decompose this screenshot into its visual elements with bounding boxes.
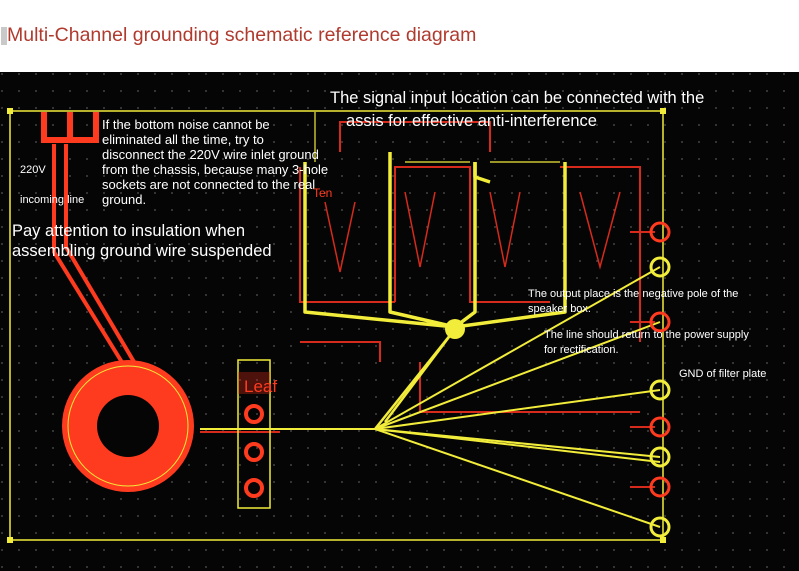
channel-frames <box>314 112 560 163</box>
gnd-filter-label: GND of filter plate <box>679 368 766 380</box>
output-terminal-pads <box>649 221 671 538</box>
output-ground-traces <box>374 328 456 430</box>
grounding-schematic: The signal input location can be connect… <box>0 72 799 571</box>
channel-amplifiers <box>324 191 621 273</box>
page-title: Multi-Channel grounding schematic refere… <box>7 24 477 46</box>
noise-note: If the bottom noise cannot be eliminated… <box>102 117 328 207</box>
inlet-wires <box>52 144 142 374</box>
insulation-label: assembling ground wire suspended <box>12 242 272 260</box>
signal-input-label: The signal input location can be connect… <box>330 89 704 107</box>
toroidal-transformer <box>62 360 194 492</box>
insulation-label: Pay attention to insulation when <box>12 222 245 240</box>
line-return-label: for rectification. <box>544 344 619 356</box>
gnd-fanout-traces <box>200 266 661 528</box>
page-icon <box>1 27 7 45</box>
signal-input-label-2: assis for effective anti-interference <box>346 112 597 130</box>
leaf-connector <box>237 359 271 509</box>
incoming-line-label: incoming line <box>20 194 84 206</box>
output-place-label: speaker box. <box>528 303 591 315</box>
leaf-label: Leaf <box>244 377 277 396</box>
power-inlet-connector <box>41 112 99 143</box>
incoming-220-label: 220V <box>20 164 46 176</box>
corner-marker <box>7 537 13 543</box>
board-outline <box>9 110 664 541</box>
pcb-board: The signal input location can be connect… <box>0 72 799 571</box>
noise-note-line: from the chassis, because many 3-hole <box>102 162 328 177</box>
corner-marker <box>7 108 13 114</box>
noise-note-line: eliminated all the time, try to <box>102 132 264 147</box>
noise-note-line: sockets are not connected to the real <box>102 177 315 192</box>
corner-marker <box>660 108 666 114</box>
line-return-label: The line should return to the power supp… <box>544 329 749 341</box>
noise-note-line: disconnect the 220V wire inlet ground <box>102 147 319 162</box>
power-traces <box>200 121 655 488</box>
output-place-label: The output place is the negative pole of… <box>528 288 738 300</box>
ten-label: Ten <box>313 186 332 200</box>
corner-marker <box>660 537 666 543</box>
title-bar: Multi-Channel grounding schematic refere… <box>0 0 799 72</box>
noise-note-line: If the bottom noise cannot be <box>102 117 270 132</box>
noise-note-line: ground. <box>102 192 146 207</box>
